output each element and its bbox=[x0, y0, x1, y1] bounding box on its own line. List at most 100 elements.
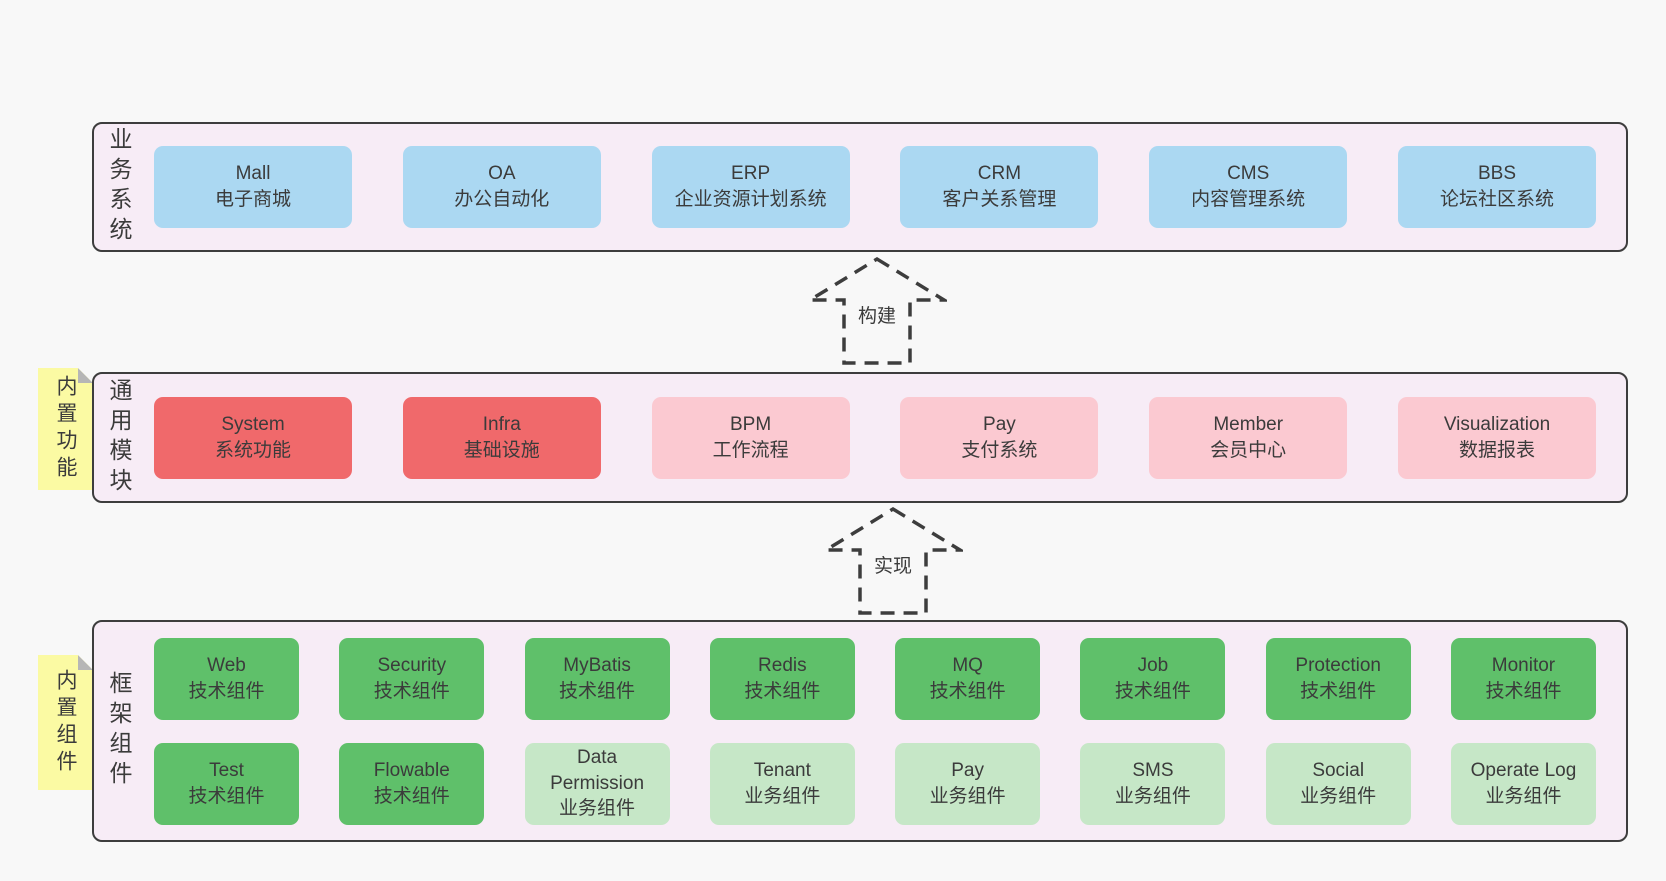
diagram-box: Security 技术组件 bbox=[339, 637, 485, 720]
box-title: CMS bbox=[1227, 163, 1270, 185]
dashed-up-arrow-build: 构建 bbox=[807, 256, 947, 366]
diagram-box: BBS 论坛社区系统 bbox=[1397, 146, 1596, 228]
box-title: MQ bbox=[952, 654, 983, 676]
sticky-note-label: 内置组件 bbox=[54, 668, 77, 777]
box-subtitle: 工作流程 bbox=[712, 439, 789, 461]
box-title: Operate Log bbox=[1470, 759, 1577, 781]
sticky-fold-icon bbox=[78, 655, 93, 670]
diagram-box: Social 业务组件 bbox=[1265, 742, 1411, 825]
sticky-note-label: 内置功能 bbox=[54, 375, 77, 483]
box-subtitle: 业务组件 bbox=[559, 798, 636, 820]
box-subtitle: 内容管理系统 bbox=[1191, 189, 1306, 210]
box-subtitle: 技术组件 bbox=[1114, 680, 1191, 702]
diagram-box: SMS 业务组件 bbox=[1080, 742, 1226, 825]
box-title: Pay bbox=[983, 413, 1016, 435]
box-subtitle: 技术组件 bbox=[373, 680, 450, 702]
box-subtitle: 业务组件 bbox=[929, 785, 1006, 807]
box-title: Test bbox=[209, 759, 244, 781]
box-title: Protection bbox=[1295, 654, 1381, 676]
box-subtitle: 论坛社区系统 bbox=[1439, 189, 1554, 210]
box-title: OA bbox=[488, 163, 516, 185]
box-title: Monitor bbox=[1491, 654, 1556, 676]
box-title: Infra bbox=[482, 413, 521, 435]
box-subtitle: 会员中心 bbox=[1210, 439, 1287, 461]
diagram-box: Mall 电子商城 bbox=[154, 146, 352, 228]
diagram-box: Infra 基础设施 bbox=[402, 396, 601, 479]
box-subtitle: 电子商城 bbox=[214, 189, 291, 210]
box-subtitle: 技术组件 bbox=[1300, 680, 1377, 702]
band-rows: Web 技术组件 Security 技术组件 MyBatis 技术组件 Redi… bbox=[154, 622, 1596, 840]
diagram-box: ERP 企业资源计划系统 bbox=[651, 146, 850, 228]
diagram-box: Flowable 技术组件 bbox=[339, 742, 485, 825]
box-title: BBS bbox=[1477, 163, 1516, 185]
diagram-box: Redis 技术组件 bbox=[709, 637, 855, 720]
box-subtitle: 业务组件 bbox=[1300, 785, 1377, 807]
band-rows: System 系统功能 Infra 基础设施 BPM 工作流程 Pay 支付系统… bbox=[154, 374, 1596, 501]
box-subtitle: 客户关系管理 bbox=[942, 189, 1057, 210]
diagram-box: CMS 内容管理系统 bbox=[1149, 146, 1348, 228]
box-title: Redis bbox=[758, 654, 807, 676]
sticky-note-builtin-features: 内置功能 bbox=[38, 368, 93, 490]
diagram-box: Data Permission 业务组件 bbox=[524, 742, 670, 825]
diagram-box: Web 技术组件 bbox=[154, 637, 299, 720]
box-title: Visualization bbox=[1443, 413, 1551, 435]
band-common-modules: 通用模块 System 系统功能 Infra 基础设施 BPM 工作流程 Pay… bbox=[92, 372, 1628, 503]
box-subtitle: 技术组件 bbox=[188, 785, 265, 807]
arrow-label: 实现 bbox=[869, 550, 917, 579]
box-title: SMS bbox=[1132, 759, 1174, 781]
dashed-up-arrow-implement: 实现 bbox=[823, 506, 963, 616]
diagram-box: Test 技术组件 bbox=[154, 742, 299, 825]
band-side-label: 业务系统 bbox=[106, 127, 132, 247]
band-framework-components: 框架组件 Web 技术组件 Security 技术组件 MyBatis 技术组件… bbox=[92, 620, 1628, 842]
box-title: Tenant bbox=[753, 759, 811, 781]
box-title: Data Permission bbox=[550, 747, 645, 794]
box-title: System bbox=[221, 413, 285, 435]
box-title: Member bbox=[1213, 413, 1284, 435]
diagram-box: Member 会员中心 bbox=[1149, 396, 1348, 479]
box-subtitle: 数据报表 bbox=[1458, 439, 1535, 461]
box-subtitle: 支付系统 bbox=[961, 439, 1038, 461]
diagram-box: MyBatis 技术组件 bbox=[524, 637, 670, 720]
box-title: Web bbox=[207, 654, 246, 676]
box-row: Web 技术组件 Security 技术组件 MyBatis 技术组件 Redi… bbox=[154, 637, 1596, 720]
diagram-box: Job 技术组件 bbox=[1080, 637, 1226, 720]
diagram-box: Monitor 技术组件 bbox=[1450, 637, 1596, 720]
box-subtitle: 系统功能 bbox=[214, 439, 291, 461]
diagram-box: Visualization 数据报表 bbox=[1397, 396, 1596, 479]
box-title: Mall bbox=[235, 163, 271, 185]
diagram-box: CRM 客户关系管理 bbox=[900, 146, 1099, 228]
box-title: MyBatis bbox=[563, 654, 631, 676]
box-subtitle: 技术组件 bbox=[559, 680, 636, 702]
box-title: Flowable bbox=[373, 759, 450, 781]
box-subtitle: 业务组件 bbox=[1114, 785, 1191, 807]
box-subtitle: 业务组件 bbox=[744, 785, 821, 807]
box-row: Mall 电子商城 OA 办公自动化 ERP 企业资源计划系统 CRM 客户关系… bbox=[154, 146, 1596, 228]
box-title: CRM bbox=[977, 163, 1022, 185]
box-subtitle: 技术组件 bbox=[188, 680, 265, 702]
diagram-box: Operate Log 业务组件 bbox=[1450, 742, 1596, 825]
box-row: System 系统功能 Infra 基础设施 BPM 工作流程 Pay 支付系统… bbox=[154, 396, 1596, 479]
sticky-note-builtin-components: 内置组件 bbox=[38, 655, 93, 790]
box-subtitle: 业务组件 bbox=[1485, 785, 1562, 807]
box-title: Security bbox=[377, 654, 447, 676]
diagram-box: OA 办公自动化 bbox=[402, 146, 601, 228]
box-subtitle: 基础设施 bbox=[463, 439, 540, 461]
diagram-box: Pay 支付系统 bbox=[900, 396, 1099, 479]
box-title: Pay bbox=[951, 759, 984, 781]
diagram-box: Protection 技术组件 bbox=[1265, 637, 1411, 720]
box-title: Social bbox=[1312, 759, 1365, 781]
box-title: Job bbox=[1137, 654, 1169, 676]
diagram-box: Pay 业务组件 bbox=[895, 742, 1041, 825]
box-subtitle: 技术组件 bbox=[373, 785, 450, 807]
up-arrow-icon bbox=[807, 256, 947, 365]
arrow-label: 构建 bbox=[853, 300, 901, 329]
box-title: BPM bbox=[730, 413, 772, 435]
band-rows: Mall 电子商城 OA 办公自动化 ERP 企业资源计划系统 CRM 客户关系… bbox=[154, 124, 1596, 250]
band-side-label: 通用模块 bbox=[106, 377, 132, 498]
box-subtitle: 技术组件 bbox=[744, 680, 821, 702]
box-subtitle: 技术组件 bbox=[929, 680, 1006, 702]
box-row: Test 技术组件 Flowable 技术组件 Data Permission … bbox=[154, 742, 1596, 825]
sticky-fold-icon bbox=[78, 368, 93, 383]
diagram-box: BPM 工作流程 bbox=[651, 396, 850, 479]
